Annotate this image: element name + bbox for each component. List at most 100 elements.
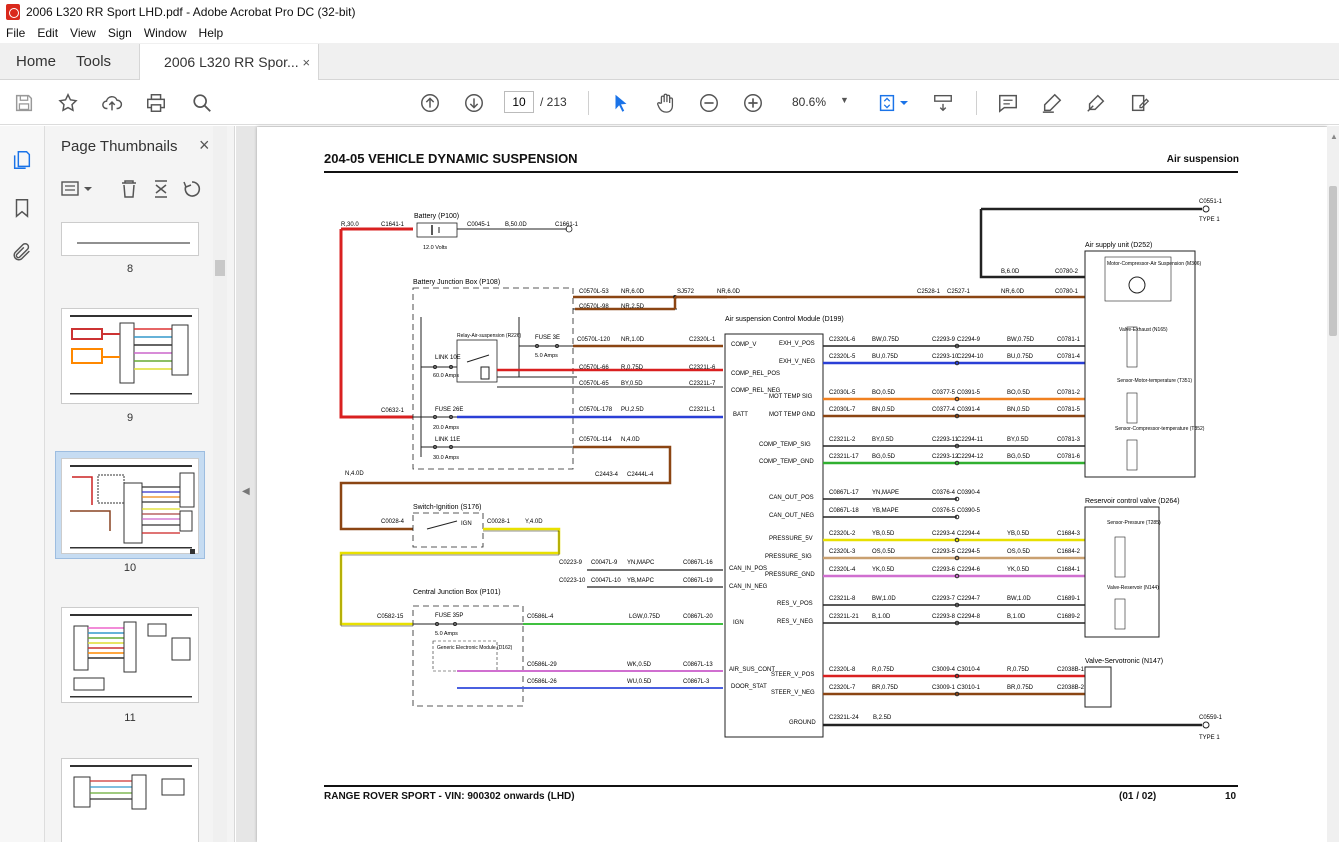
connector-label: C2038B-2	[1057, 685, 1085, 691]
svg-text:STEER_V_NEG: STEER_V_NEG	[771, 690, 815, 696]
menu-window[interactable]: Window	[143, 26, 187, 40]
window-title: 2006 L320 RR Sport LHD.pdf - Adobe Acrob…	[26, 5, 356, 19]
connector-label: C0570L-65	[579, 381, 609, 387]
zoom-dropdown-icon[interactable]: ▼	[840, 95, 849, 105]
select-cursor-icon[interactable]	[609, 91, 633, 115]
menu-edit[interactable]: Edit	[37, 26, 59, 40]
ground-label: C0551-1	[1199, 199, 1223, 205]
connector-label: C0867L-19	[683, 578, 713, 584]
highlight-pen-icon[interactable]	[1040, 91, 1064, 115]
close-panel-icon[interactable]: ×	[199, 135, 210, 155]
svg-text:RES_V_NEG: RES_V_NEG	[777, 619, 813, 625]
thumbnail-scrollbar[interactable]	[213, 126, 227, 842]
page-thumbnail-10[interactable]	[61, 458, 199, 554]
attachment-icon[interactable]	[10, 240, 34, 264]
page-total: / 213	[540, 95, 567, 109]
scroll-up-icon[interactable]: ▲	[1330, 132, 1338, 141]
wire-label: OS,0.5D	[872, 549, 896, 555]
rotate-page-icon[interactable]	[183, 181, 201, 197]
connector-label: C2294-6	[957, 567, 981, 573]
previous-page-icon[interactable]	[418, 91, 442, 115]
menu-view[interactable]: View	[70, 26, 96, 40]
sign-icon[interactable]	[1084, 91, 1108, 115]
collapse-panel-icon[interactable]: ◀	[242, 486, 250, 497]
comment-icon[interactable]	[996, 91, 1020, 115]
connector-label: C2321L-17	[829, 454, 859, 460]
page-thumbnail-8[interactable]	[61, 222, 199, 256]
connector-label: C2294-5	[957, 549, 981, 555]
connector-label: C0867L-13	[683, 662, 713, 668]
servotronic-label: Valve-Servotronic (N147)	[1085, 658, 1163, 665]
splice-label: SJ572	[677, 289, 695, 295]
delete-page-icon[interactable]	[122, 180, 136, 198]
connector-label: C2293-10	[932, 354, 959, 360]
connector-label: C1689-2	[1057, 614, 1081, 620]
tab-bar: Home Tools 2006 L320 RR Spor... ×	[0, 43, 1339, 80]
save-icon[interactable]	[12, 91, 36, 115]
scroll-mode-icon[interactable]	[931, 91, 955, 115]
svg-text:DOOR_STAT: DOOR_STAT	[731, 684, 767, 690]
connector-label: C2321L-24	[829, 715, 859, 721]
page-footer: RANGE ROVER SPORT - VIN: 900302 onwards …	[324, 791, 575, 802]
connector-dot	[954, 343, 960, 349]
connector-label: C2443-4	[595, 472, 619, 478]
connector-label: C2293-7	[932, 596, 956, 602]
connector-label: C2294-10	[957, 354, 984, 360]
menu-help[interactable]: Help	[198, 26, 224, 40]
thumbnail-label-11: 11	[124, 712, 136, 724]
extract-page-icon[interactable]	[155, 180, 167, 198]
svg-text:COMP_REL_POS: COMP_REL_POS	[731, 371, 780, 377]
fuse-rating: 5.0 Amps	[435, 631, 458, 637]
fuse-label: FUSE 26E	[435, 407, 463, 413]
valve-reservoir-label: Valve-Reservoir (N144)	[1107, 585, 1159, 591]
home-tab[interactable]: Home	[16, 52, 57, 70]
connector-label: C2294-7	[957, 596, 981, 602]
document-tab[interactable]: 2006 L320 RR Spor... ×	[139, 44, 320, 80]
connector-dot	[954, 673, 960, 679]
upload-cloud-icon[interactable]	[100, 91, 124, 115]
wire-label: NR,1.0D	[621, 337, 645, 343]
wire-label: BO,0.5D	[872, 390, 896, 396]
page-thumbnail-9[interactable]	[61, 308, 199, 404]
fit-dropdown-icon[interactable]	[898, 91, 910, 115]
page-number-input[interactable]	[504, 91, 534, 113]
close-tab-icon[interactable]: ×	[302, 54, 311, 70]
wire-label: R,0.75D	[621, 365, 644, 371]
menu-sign[interactable]: Sign	[107, 26, 132, 40]
edit-pdf-icon[interactable]	[1128, 91, 1152, 115]
wire-label: BW,0.75D	[1007, 337, 1035, 343]
connector-dot	[954, 413, 960, 419]
print-icon[interactable]	[144, 91, 168, 115]
page-number: 10	[1225, 791, 1237, 802]
bookmark-icon[interactable]	[10, 196, 34, 220]
page-thumbnail-11[interactable]	[61, 607, 199, 703]
connector-dot	[954, 537, 960, 543]
tools-tab[interactable]: Tools	[76, 52, 112, 70]
document-scrollbar[interactable]: ▲	[1327, 126, 1339, 842]
connector-label: C3010-1	[957, 685, 981, 691]
connector-label: C1684-2	[1057, 549, 1081, 555]
bookmark-star-icon[interactable]	[56, 91, 80, 115]
menu-file[interactable]: File	[6, 26, 26, 40]
svg-text:EXH_V_POS: EXH_V_POS	[779, 341, 815, 347]
zoom-in-icon[interactable]	[741, 91, 765, 115]
zoom-out-icon[interactable]	[697, 91, 721, 115]
svg-text:RES_V_POS: RES_V_POS	[777, 601, 813, 607]
next-page-icon[interactable]	[462, 91, 486, 115]
connector-label: C0867L-3	[683, 679, 710, 685]
wire-label: R,30.0	[341, 222, 359, 228]
page-thumbnails-icon[interactable]	[10, 148, 34, 172]
connector-label: C1661-1	[555, 222, 579, 228]
thumbnail-options-icon[interactable]	[61, 181, 92, 196]
wire-label: YK,0.5D	[872, 567, 895, 573]
wire-label: YB,0.5D	[872, 531, 895, 537]
svg-text:MOT TEMP GND: MOT TEMP GND	[769, 412, 816, 418]
scroll-thumb[interactable]	[1329, 186, 1337, 336]
zoom-search-icon[interactable]	[190, 91, 214, 115]
svg-text:CAN_OUT_NEG: CAN_OUT_NEG	[769, 513, 814, 519]
hand-tool-icon[interactable]	[654, 91, 678, 115]
battery-volts: 12.0 Volts	[423, 245, 447, 251]
zoom-level-select[interactable]: 80.6%	[792, 95, 827, 109]
fit-page-icon[interactable]	[875, 91, 899, 115]
page-thumbnail-12[interactable]	[61, 758, 199, 842]
